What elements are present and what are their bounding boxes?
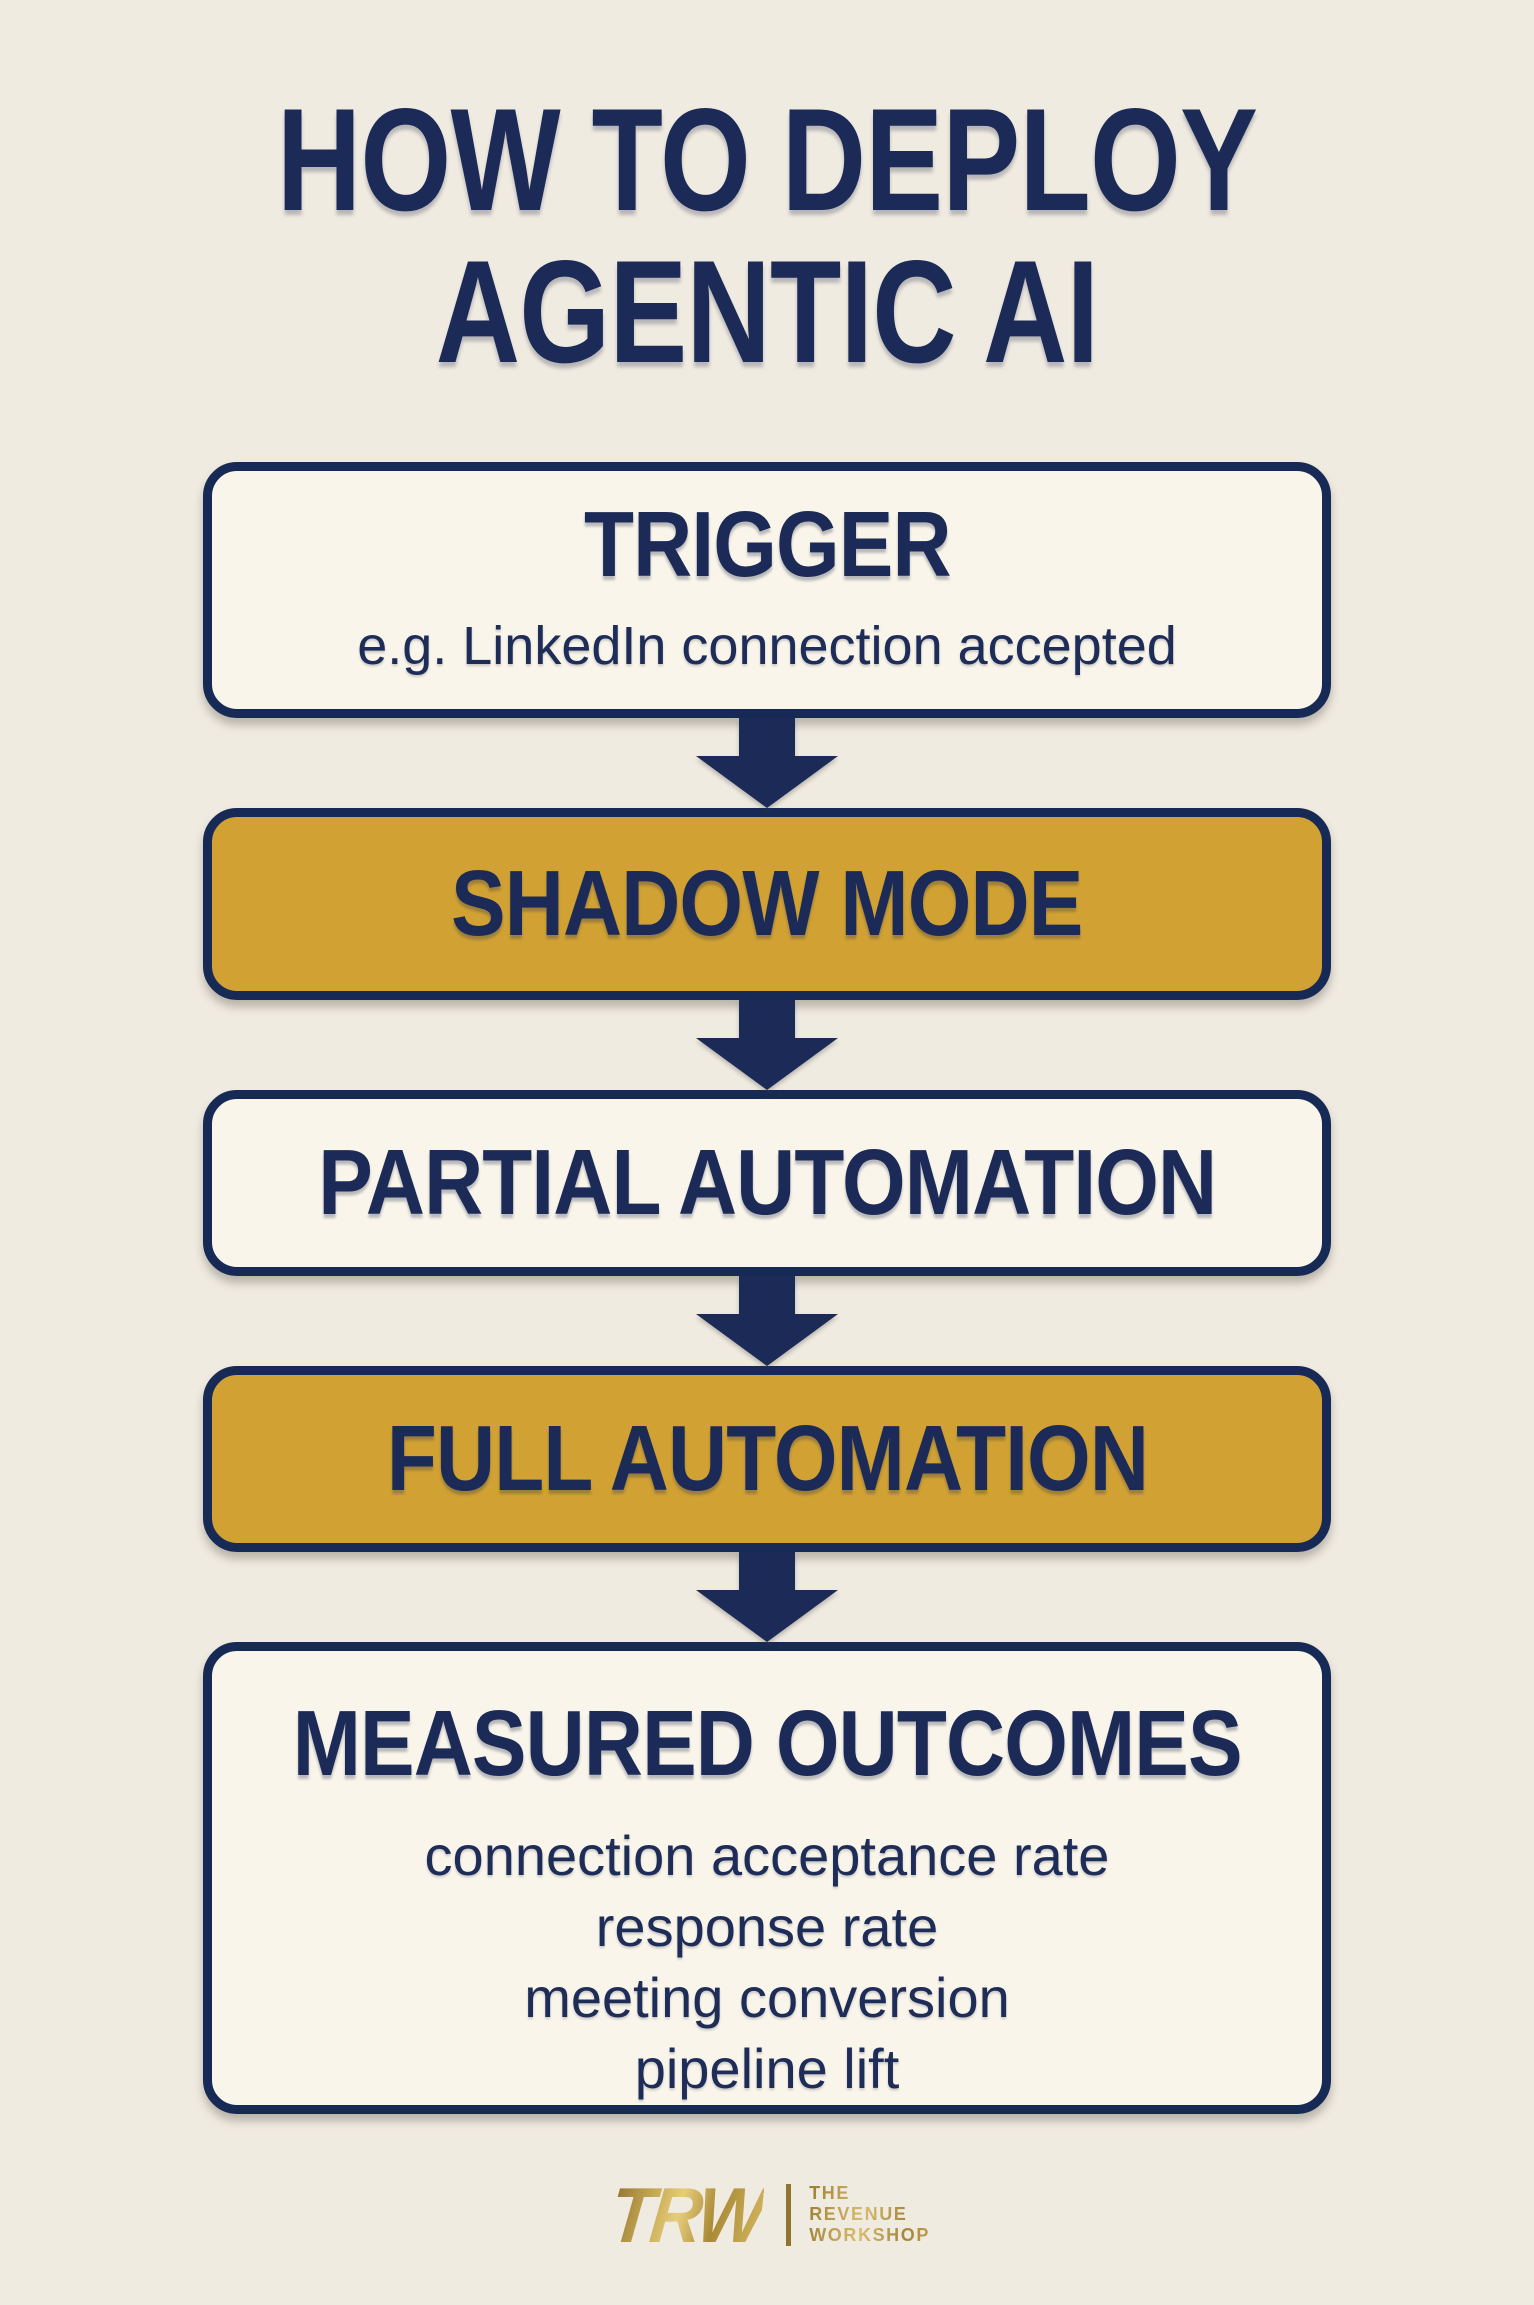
footer: TRW THE REVENUE WORKSHOP [0,2170,1534,2259]
outcome-line: meeting conversion [524,1965,1010,2029]
logo-wordmark-line: THE [809,2183,850,2204]
flow-step-trigger: TRIGGER e.g. LinkedIn connection accepte… [203,461,1331,718]
flow-step-partial-automation: PARTIAL AUTOMATION [203,1089,1331,1276]
arrow-down-icon [696,1275,838,1366]
logo-separator [786,2183,792,2246]
flow-step-full-automation-label: FULL AUTOMATION [386,1406,1148,1511]
flow-step-partial-automation-label: PARTIAL AUTOMATION [317,1130,1217,1235]
measured-outcomes-list: connection acceptance rate response rate… [425,1820,1110,2104]
outcome-line: pipeline lift [634,2036,900,2100]
flow-step-full-automation: FULL AUTOMATION [203,1365,1331,1552]
logo-wordmark-line: WORKSHOP [809,2225,930,2246]
flow-step-measured-outcomes: MEASURED OUTCOMES connection acceptance … [203,1641,1331,2114]
page-title-line1: HOW TO DEPLOY [276,78,1258,241]
outcome-line: response rate [595,1894,939,1958]
page-title: HOW TO DEPLOY AGENTIC AI [153,84,1380,388]
page-title-line2: AGENTIC AI [435,229,1099,393]
outcome-line: connection acceptance rate [424,1823,1110,1887]
arrow-down-icon [696,1551,838,1642]
flow-step-trigger-sublabel: e.g. LinkedIn connection accepted [357,616,1177,677]
logo-wordmark: THE REVENUE WORKSHOP [809,2183,930,2246]
flow-step-shadow-mode: SHADOW MODE [203,807,1331,1000]
arrow-down-icon [696,717,838,808]
logo-wordmark-line: REVENUE [809,2204,908,2225]
trw-logo: TRW [605,2170,767,2259]
flow-step-trigger-label: TRIGGER [583,492,952,597]
arrow-down-icon [696,999,838,1090]
deployment-flowchart: TRIGGER e.g. LinkedIn connection accepte… [203,461,1331,2114]
flow-step-measured-outcomes-label: MEASURED OUTCOMES [292,1690,1243,1795]
flow-step-shadow-mode-label: SHADOW MODE [451,851,1083,956]
